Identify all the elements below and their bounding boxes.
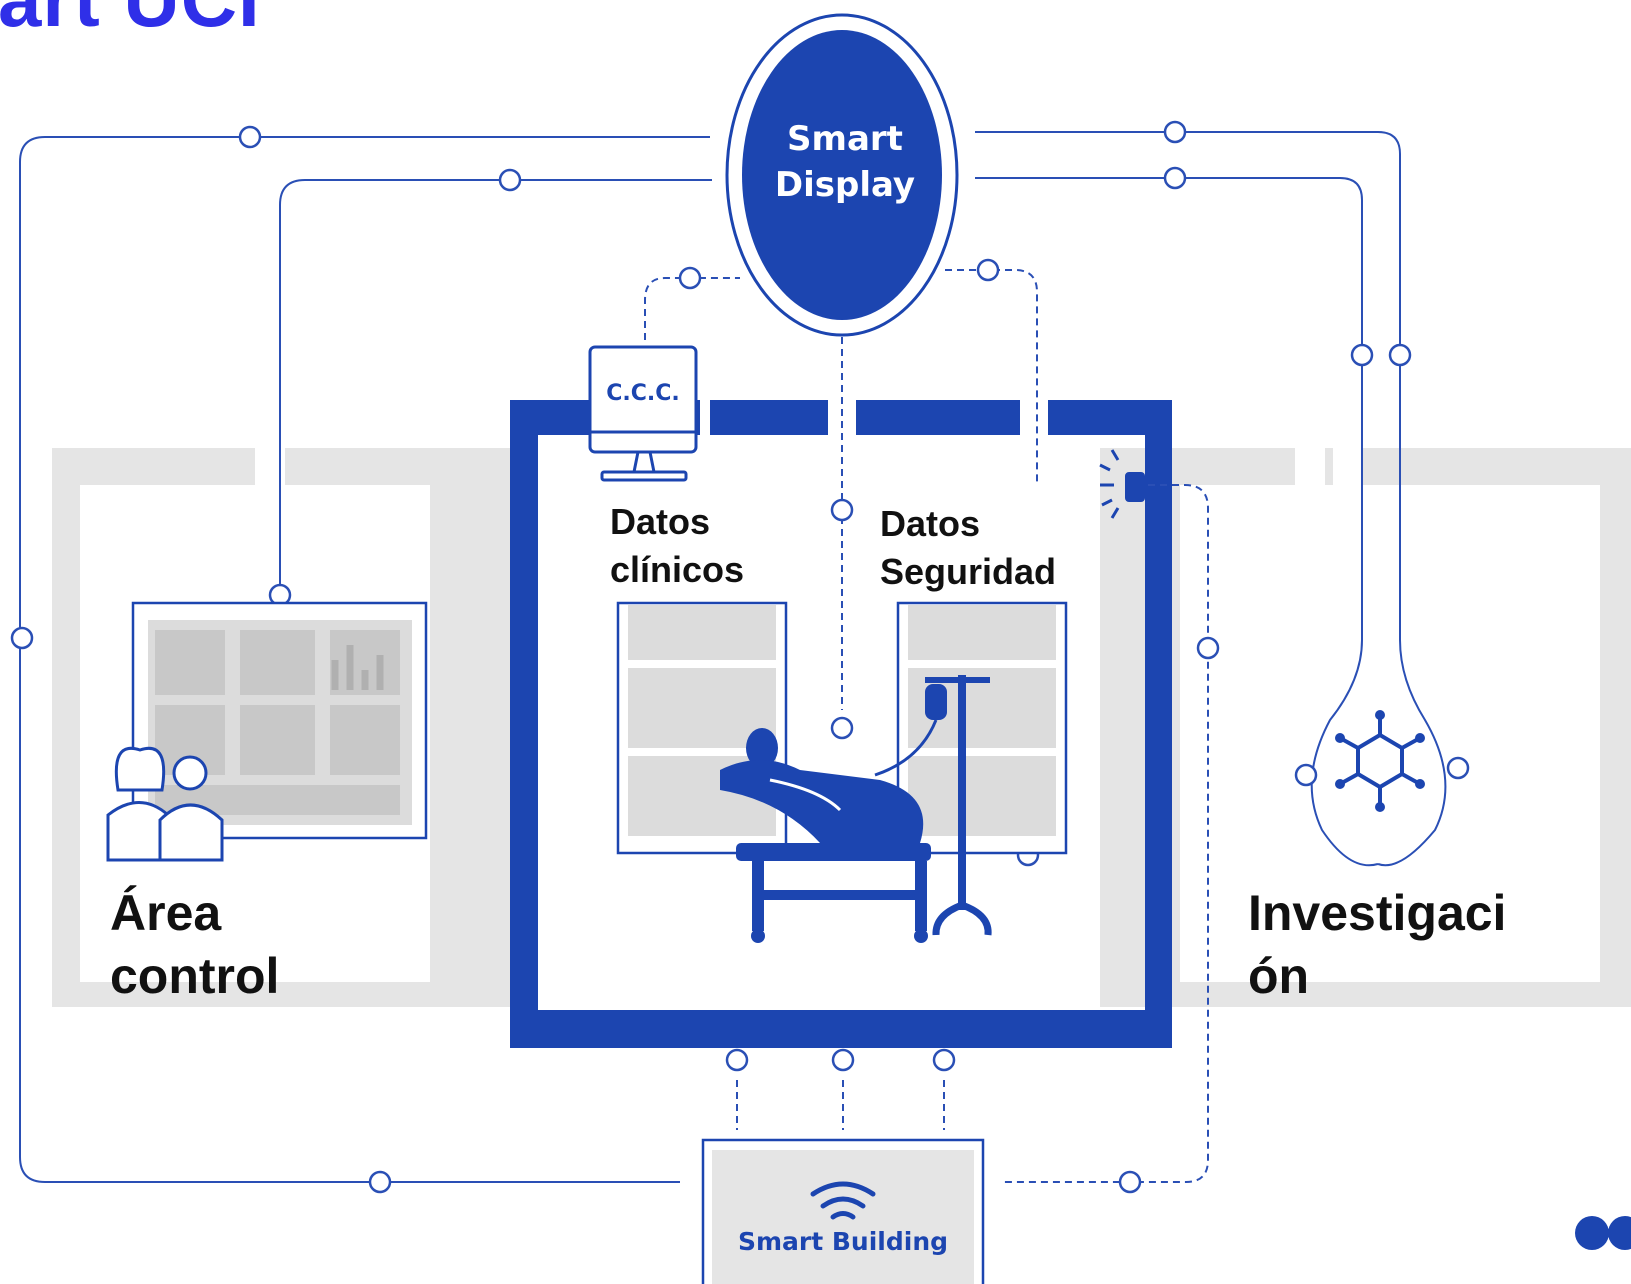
alarm-light-icon [1099,449,1145,519]
ccc-label: C.C.C. [606,381,680,406]
page-title: art UCI [0,0,261,38]
connector-line-area-control [279,179,712,602]
icu-room-frame [510,396,1172,1048]
connection-lines [19,131,1447,1183]
monitor-icon: C.C.C. [588,345,698,482]
iv-drip-icon [874,675,992,936]
connector-line-ccc [644,277,740,340]
smart-display-node: Smart Display [725,13,959,337]
security-data-panel [896,601,1068,855]
connector-line-seguridad [945,269,1038,485]
connector-line-alarm [1000,484,1209,1183]
connector-line-outer-left [19,136,710,1183]
smart-display-label: Display [775,165,915,205]
connector-icon [10,120,1470,1194]
connector-line-inner-right [975,177,1379,867]
smart-building-label: Smart Building [738,1227,948,1256]
area-control-label: Área control [110,885,280,1004]
wifi-icon [810,1181,876,1220]
molecule-icon [1335,710,1425,812]
doctors-icon [106,747,224,862]
investigacion-label: Investigaci ón [1248,885,1507,1004]
datos-seguridad-label: Datos Seguridad [880,503,1057,592]
connector-line-outer-right [975,131,1447,867]
clinical-data-panel [616,601,788,855]
smart-display-label: Smart [787,119,903,159]
patient-bed-icon [720,728,931,943]
smart-building-node: Smart Building [701,1138,985,1284]
dashboard-icon [131,601,428,840]
datos-clinicos-label: Datos clínicos [610,501,745,590]
slide-dots [1575,1216,1631,1250]
